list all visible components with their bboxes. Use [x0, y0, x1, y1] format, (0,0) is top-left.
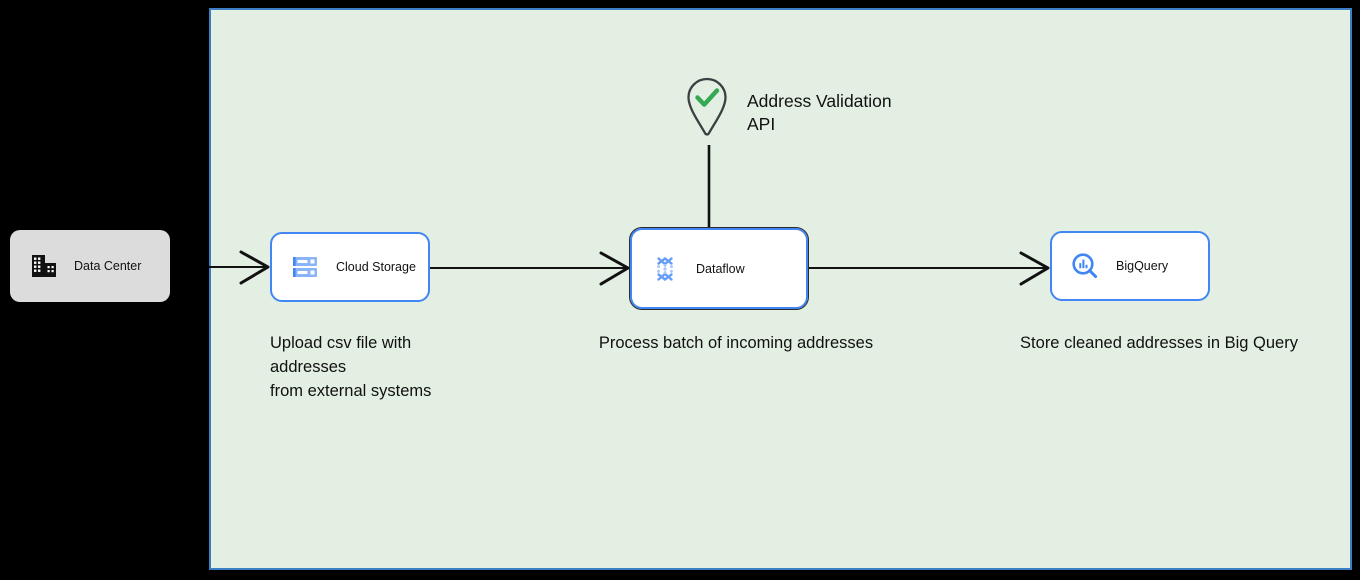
caption-cloud-storage: Upload csv file with addresses from exte… [270, 334, 432, 400]
bigquery-icon [1072, 253, 1098, 279]
node-data-center[interactable]: Data Center [10, 230, 170, 302]
node-address-validation-api[interactable]: Address Validation API [684, 76, 892, 140]
node-dataflow[interactable]: Dataflow [630, 228, 808, 309]
node-cloud-storage[interactable]: Cloud Storage [270, 232, 430, 302]
bigquery-label: BigQuery [1116, 259, 1169, 273]
node-bigquery[interactable]: BigQuery [1050, 231, 1210, 301]
caption-bigquery: Store cleaned addresses in Big Query [1020, 334, 1298, 352]
cloud-storage-label: Cloud Storage [336, 260, 416, 274]
map-pin-check-icon [687, 77, 727, 136]
data-center-icon [32, 255, 56, 277]
dataflow-label: Dataflow [696, 261, 745, 276]
data-center-label: Data Center [74, 259, 142, 273]
cloud-storage-icon [293, 257, 317, 277]
address-validation-api-label: Address Validation API [747, 91, 892, 134]
dataflow-icon [657, 256, 673, 281]
caption-dataflow: Process batch of incoming addresses [598, 334, 874, 352]
